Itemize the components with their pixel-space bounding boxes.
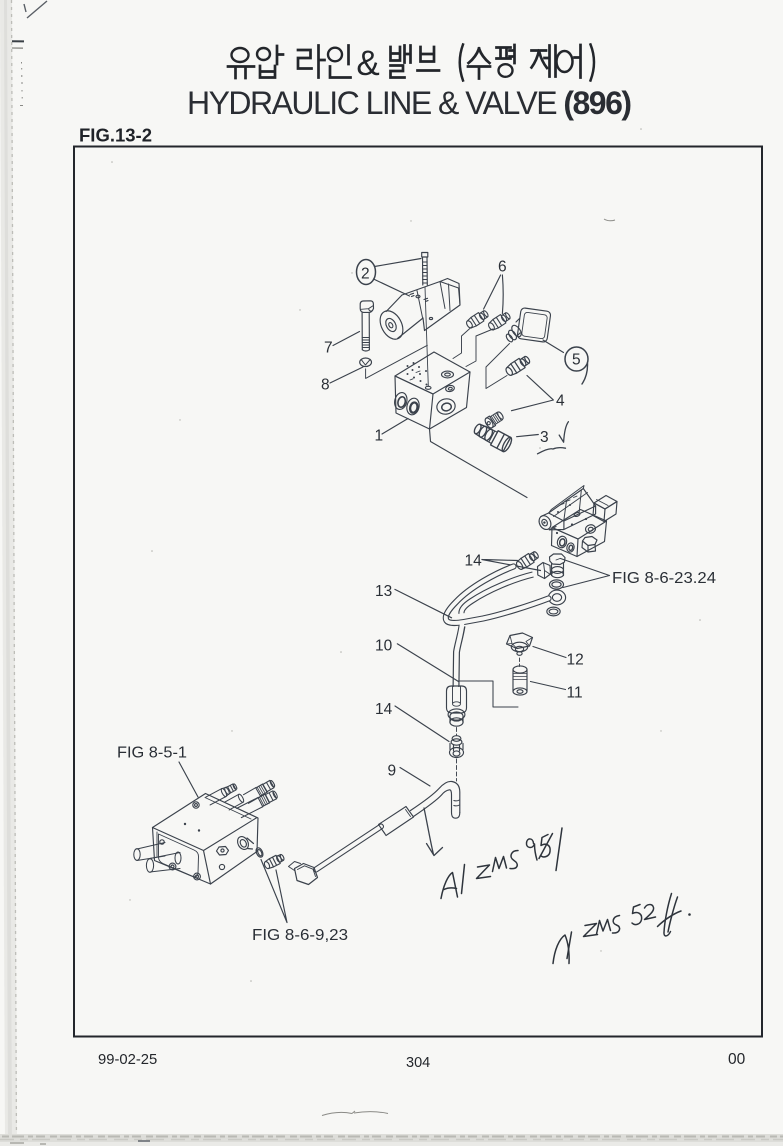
svg-text:10: 10 — [375, 638, 393, 655]
svg-text:11: 11 — [567, 685, 583, 702]
svg-text:FIG 8-6-23.24: FIG 8-6-23.24 — [612, 570, 716, 587]
svg-text:HYDRAULIC LINE & VALVE (896): HYDRAULIC LINE & VALVE (896) — [187, 85, 632, 121]
svg-text:3: 3 — [540, 429, 549, 446]
svg-text:14: 14 — [375, 701, 393, 718]
svg-text:9: 9 — [388, 763, 397, 780]
svg-text:&: & — [356, 44, 379, 83]
svg-text:5: 5 — [572, 352, 581, 369]
svg-text:FIG.13-2: FIG.13-2 — [79, 125, 152, 146]
svg-text:00: 00 — [728, 1051, 746, 1068]
svg-text:14: 14 — [465, 553, 483, 570]
svg-text:1: 1 — [375, 428, 384, 445]
svg-text:2: 2 — [361, 266, 370, 283]
svg-text:6: 6 — [498, 259, 507, 276]
svg-text:8: 8 — [321, 377, 330, 394]
svg-text:7: 7 — [324, 340, 333, 357]
svg-text:FIG 8-5-1: FIG 8-5-1 — [117, 745, 187, 762]
svg-text:4: 4 — [556, 393, 565, 410]
svg-text:12: 12 — [567, 652, 584, 669]
svg-text:99-02-25: 99-02-25 — [98, 1052, 157, 1068]
svg-text:13: 13 — [375, 583, 392, 600]
svg-text:FIG 8-6-9,23: FIG 8-6-9,23 — [252, 927, 348, 944]
svg-text:304: 304 — [406, 1055, 430, 1071]
